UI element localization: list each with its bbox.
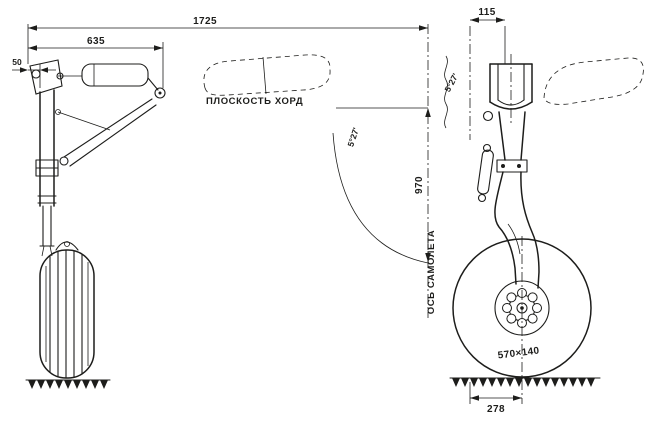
actuator-cylinder [56, 63, 166, 99]
ground-right [449, 377, 601, 387]
wavy-reference-line [444, 55, 448, 129]
dim-970-label: 970 [414, 176, 425, 194]
plane-of-chords-label: ПЛОСКОСТЬ ХОРД [206, 96, 303, 107]
shock-strut [35, 89, 59, 257]
side-view: 5°27' 115 [442, 7, 644, 415]
dim-overall-label: 1725 [193, 16, 217, 27]
dimension-278: 278 [469, 382, 522, 415]
dimension-lines-front: 1725 635 50 970 [12, 16, 431, 262]
shimmy-damper [477, 143, 494, 203]
dim-278-label: 278 [487, 404, 505, 415]
angle-mid-label: 5°27' [345, 126, 361, 148]
front-wheel [39, 241, 95, 379]
drag-brace [55, 98, 157, 167]
fork [482, 63, 533, 122]
dim-50-label: 50 [12, 57, 22, 67]
aircraft-axis-line: ОСЬ САМОЛЕТА [426, 24, 437, 318]
gear-leg [494, 171, 540, 289]
tire-size-label: 570×140 [497, 345, 540, 361]
dim-115-label: 115 [478, 7, 495, 18]
side-strut [496, 111, 528, 173]
dim-635-label: 635 [87, 36, 105, 47]
front-view [25, 59, 166, 389]
aircraft-axis-label: ОСЬ САМОЛЕТА [426, 230, 437, 315]
ground-left [25, 379, 111, 389]
wing-outline-dashed [543, 57, 644, 105]
dimension-115: 115 [470, 7, 505, 23]
chord-plane-outline: ПЛОСКОСТЬ ХОРД [203, 54, 331, 107]
